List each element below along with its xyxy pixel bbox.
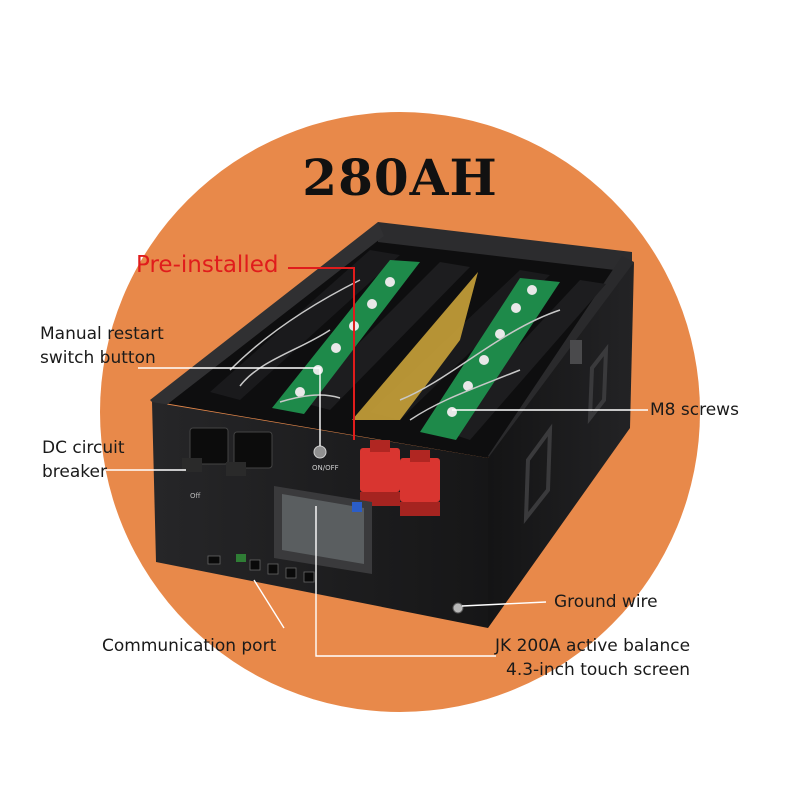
dc-circuit-breaker xyxy=(182,427,273,476)
dc-breaker-line-1: DC circuit xyxy=(42,438,125,458)
side-handles xyxy=(523,343,609,525)
screen-label: JK 200A active balance 4.3-inch touch sc… xyxy=(492,634,690,682)
manual-restart-line-2: switch button xyxy=(40,348,156,368)
communication-port-label: Communication port xyxy=(102,636,277,656)
dc-breaker-label: DC circuit breaker xyxy=(42,436,125,484)
screen-indicator xyxy=(352,502,362,512)
power-switch-text: ON/OFF xyxy=(312,464,339,472)
battery-back-wall xyxy=(378,222,632,272)
restart-switch-button[interactable] xyxy=(313,445,327,459)
battery-side-panel xyxy=(488,262,634,628)
pcb-busbar-right xyxy=(420,278,560,440)
manual-restart-label: Manual restart switch button xyxy=(40,322,164,370)
ground-wire-label: Ground wire xyxy=(554,592,658,612)
preinstalled-callout-line xyxy=(288,267,355,440)
dip-switch xyxy=(236,554,246,562)
dc-breaker-line-2: breaker xyxy=(42,462,107,482)
pcb-busbar-left xyxy=(272,260,420,414)
screen-line-2: 4.3-inch touch screen xyxy=(506,660,691,680)
screen-line-1: JK 200A active balance xyxy=(495,636,691,656)
insulation-sheet xyxy=(352,272,478,420)
callout-lines xyxy=(106,367,648,657)
side-latch xyxy=(570,340,582,364)
breaker-state-text: Off xyxy=(190,492,201,500)
communication-ports xyxy=(207,555,315,583)
manual-restart-line-1: Manual restart xyxy=(40,324,164,344)
touch-screen[interactable] xyxy=(282,494,364,564)
sense-wires xyxy=(229,279,561,421)
red-terminals xyxy=(360,440,440,516)
pcb-holes xyxy=(295,277,537,417)
m8-screws-label: M8 screws xyxy=(650,400,739,420)
capacity-title: 280AH xyxy=(302,148,498,207)
ground-screw xyxy=(452,602,464,614)
preinstalled-label: Pre-installed xyxy=(136,252,279,278)
